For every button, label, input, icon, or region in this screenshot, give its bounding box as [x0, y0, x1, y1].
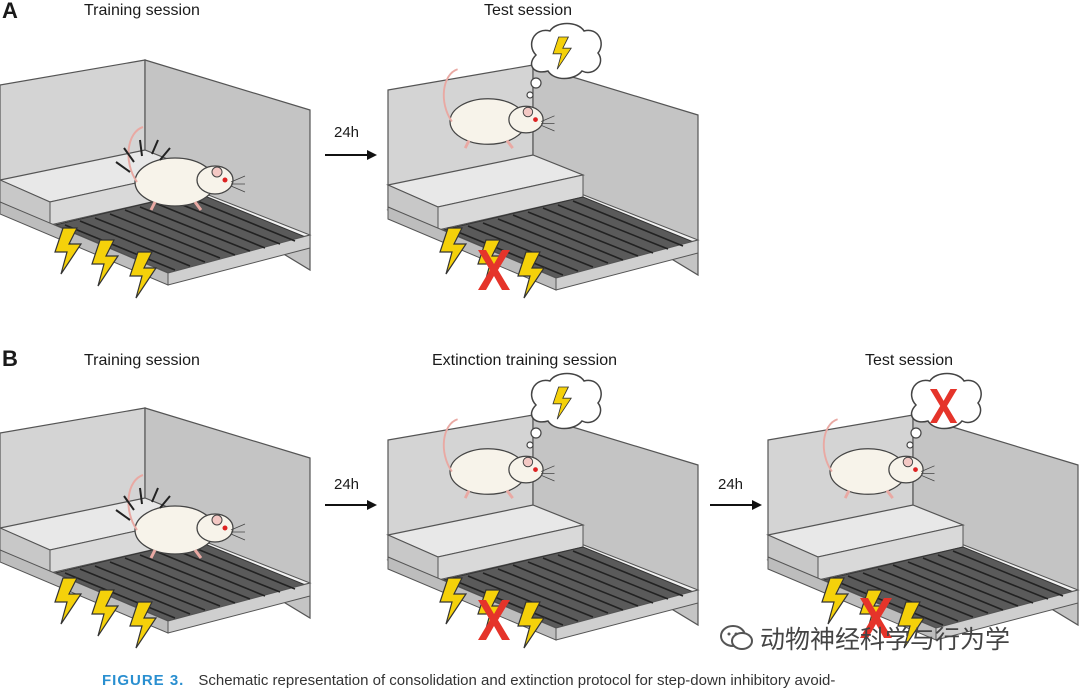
apparatus-a-training: [0, 29, 311, 286]
apparatus-b-extinction: [387, 372, 699, 641]
title-a-test: Test session: [484, 2, 573, 19]
panel-a: [0, 22, 699, 299]
interval-arrow-a: [324, 149, 378, 161]
figure-caption: FIGURE 3. Schematic representation of con…: [102, 672, 835, 689]
interval-label-b1: 24h: [334, 476, 360, 493]
wechat-icon: [720, 624, 754, 658]
watermark-text: 动物神经科学与行为学: [760, 625, 1011, 654]
title-a-training: Training session: [84, 2, 200, 19]
apparatus-b-test: [767, 372, 1079, 641]
title-b-training: Training session: [84, 352, 200, 369]
caption-text: Schematic representation of consolidatio…: [198, 672, 836, 689]
interval-arrow-b2: [709, 499, 763, 511]
panel-label-b: B: [2, 346, 18, 371]
apparatus-b-training: [0, 377, 311, 634]
figure-label: FIGURE 3.: [102, 672, 185, 689]
apparatus-a-test: [387, 22, 699, 291]
panel-b: [0, 372, 1079, 649]
title-b-extinction: Extinction training session: [432, 352, 617, 369]
watermark: 动物神经科学与行为学: [720, 620, 1010, 658]
panel-label-a: A: [2, 0, 18, 23]
title-b-test: Test session: [865, 352, 954, 369]
interval-label-a: 24h: [334, 124, 360, 141]
interval-arrow-b1: [324, 499, 378, 511]
interval-label-b2: 24h: [718, 476, 744, 493]
